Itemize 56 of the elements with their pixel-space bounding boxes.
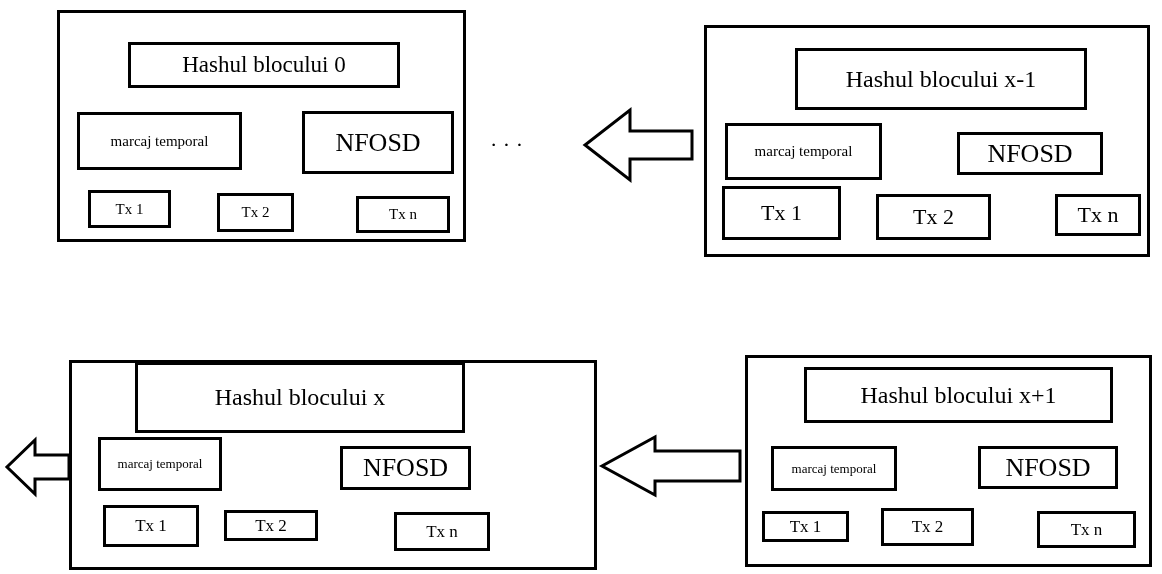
field-box — [771, 446, 897, 491]
field-box — [978, 446, 1118, 489]
box-label: Hashul blocului x+1 — [860, 381, 1057, 409]
block-frame — [57, 10, 466, 242]
field-box — [881, 508, 974, 546]
field-box — [1037, 511, 1136, 548]
field-box — [957, 132, 1103, 175]
box-label: NFOSD — [1005, 452, 1091, 483]
field-box — [340, 446, 471, 490]
box-label: Tx 1 — [115, 200, 144, 218]
field-box — [217, 193, 294, 232]
hollow-arrow — [582, 106, 694, 184]
block-frame — [69, 360, 597, 570]
box-label: Tx 2 — [241, 204, 270, 221]
box-label: Tx n — [389, 206, 417, 223]
block-frame — [745, 355, 1152, 567]
box-label: Tx 1 — [135, 516, 167, 536]
field-box — [804, 367, 1113, 423]
ellipsis-dots: · · · — [490, 132, 523, 158]
box-label: NFOSD — [987, 138, 1073, 169]
box-label: Hashul blocului 0 — [182, 52, 346, 78]
field-box — [394, 512, 490, 551]
field-box — [722, 186, 841, 240]
box-label: Tx n — [1077, 202, 1119, 228]
field-box — [128, 42, 400, 88]
box-label: Tx 2 — [911, 517, 944, 537]
field-box — [77, 112, 242, 170]
field-box — [356, 196, 450, 233]
block-frame — [704, 25, 1150, 257]
box-label: Tx n — [1070, 519, 1103, 540]
field-box — [795, 48, 1087, 110]
field-box — [1055, 194, 1141, 236]
box-label: NFOSD — [335, 127, 421, 158]
field-box — [876, 194, 991, 240]
field-box — [302, 111, 454, 174]
field-box — [135, 362, 465, 433]
box-label: Tx 1 — [761, 200, 802, 226]
hollow-arrow — [4, 436, 71, 498]
field-box — [88, 190, 171, 228]
box-label: Hashul blocului x — [214, 384, 386, 411]
field-box — [98, 437, 222, 491]
box-label: marcaj temporal — [791, 460, 877, 477]
box-label: marcaj temporal — [117, 456, 203, 472]
box-label: Hashul blocului x-1 — [845, 65, 1037, 93]
field-box — [725, 123, 882, 180]
field-box — [224, 510, 318, 541]
box-label: Tx 2 — [913, 204, 954, 230]
box-label: Tx n — [426, 521, 458, 542]
box-label: Tx 1 — [789, 516, 822, 537]
field-box — [103, 505, 199, 547]
field-box — [762, 511, 849, 542]
box-label: marcaj temporal — [754, 143, 853, 160]
hollow-arrow — [598, 434, 742, 498]
box-label: Tx 2 — [255, 515, 287, 536]
box-label: NFOSD — [362, 453, 449, 483]
box-label: marcaj temporal — [110, 132, 209, 150]
